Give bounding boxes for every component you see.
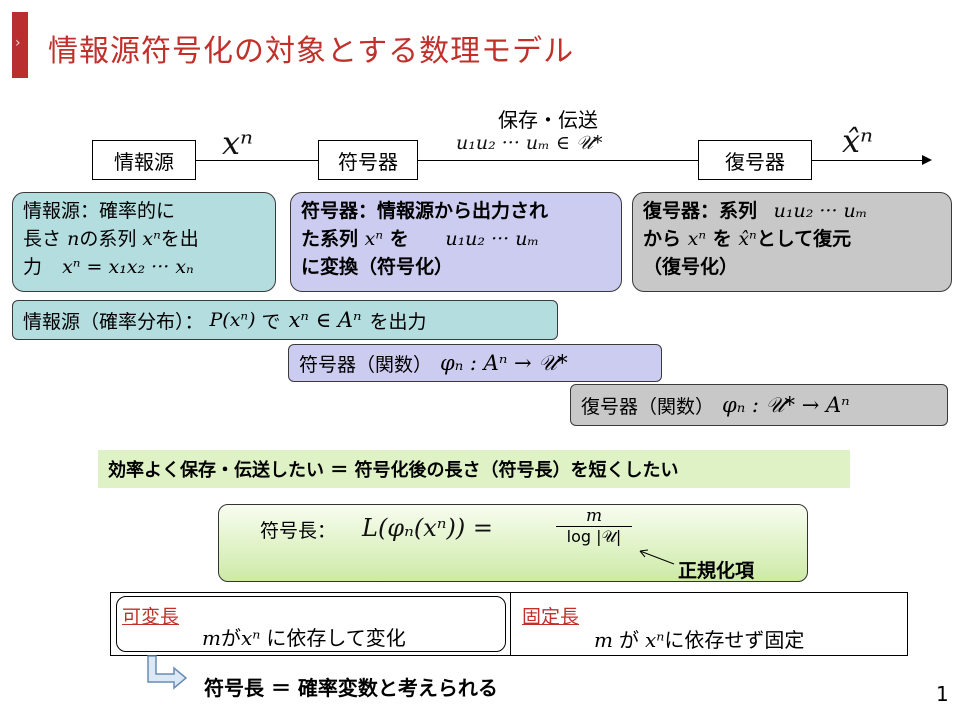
variable-length-label: 可変長 <box>122 606 180 628</box>
encoder-desc-codeword: u₁u₂ ··· uₘ <box>445 228 540 250</box>
code-length-box <box>218 504 808 582</box>
length-comparison-table <box>110 592 908 656</box>
decoder-desc-line2-pre: から <box>643 228 682 250</box>
table-divider <box>510 592 511 656</box>
source-desc-line2-mid: の系列 <box>79 228 137 250</box>
fixed-text: に依存せず固定 <box>664 628 805 652</box>
conclusion-arrow-icon <box>147 655 188 690</box>
decoder-func-math: φₙ : 𝒰* → Aⁿ <box>722 392 850 417</box>
source-prob-pre: 情報源（確率分布）： <box>23 310 204 333</box>
encoder-to-decoder-line <box>418 160 698 161</box>
fraction-denominator: log |𝒰| <box>556 526 632 547</box>
decoder-desc-codeword: u₁u₂ ··· uₘ <box>773 200 868 222</box>
source-desc-sequence: xⁿ = x₁x₂ ··· xₙ <box>62 256 194 278</box>
output-arrow-head <box>922 155 932 165</box>
decoder-node-label: 復号器 <box>725 149 785 174</box>
source-prob-post: を出力 <box>369 310 427 333</box>
efficiency-statement: 効率よく保存・伝送したい ＝ 符号化後の長さ（符号長）を短くしたい <box>98 450 850 488</box>
encoder-desc-line3: に変換（符号化） <box>301 256 454 278</box>
decoder-desc-xn-hat: x̂ⁿ <box>738 228 757 250</box>
conclusion-text: 符号長 ＝ 確率変数と考えられる <box>204 676 498 700</box>
encoder-desc-line2-pre: た系列 <box>301 228 359 250</box>
codeword-label: u₁u₂ ··· uₘ ∈ 𝒰* <box>456 132 603 154</box>
encoder-desc-line2-post: を <box>389 228 409 250</box>
source-desc-n: n <box>67 228 80 250</box>
variable-text: に依存して変化 <box>266 626 406 650</box>
normalization-label: 正規化項 <box>678 560 755 582</box>
decoder-func-pre: 復号器（関数） <box>581 395 715 418</box>
code-length-label: 符号長： <box>260 520 337 542</box>
decoder-desc-line1: 復号器：系列 <box>643 200 758 222</box>
source-desc-xn: xⁿ <box>142 228 161 250</box>
variable-m: m <box>202 626 221 650</box>
code-length-fraction: m log |𝒰| <box>556 506 632 547</box>
source-to-encoder-line <box>196 160 318 161</box>
encoder-func-pre: 符号器（関数） <box>299 353 433 376</box>
encoder-description-box: 符号器：情報源から出力され た系列 xⁿ を u₁u₂ ··· uₘ に変換（符… <box>290 192 622 292</box>
decoder-output-line <box>812 160 924 161</box>
source-desc-line1: 情報源：確率的に <box>23 200 176 222</box>
encoder-function-box: 符号器（関数） φₙ : Aⁿ → 𝒰* <box>288 344 662 382</box>
decoder-node: 復号器 <box>698 140 812 180</box>
source-node-label: 情報源 <box>114 149 174 174</box>
source-node: 情報源 <box>92 140 196 180</box>
source-prob-mid: で <box>261 310 281 333</box>
decoder-desc-line2-mid: を <box>712 228 732 250</box>
source-distribution-box: 情報源（確率分布）： P(xⁿ) で xⁿ ∈ Aⁿ を出力 <box>12 300 558 340</box>
source-prob-xn-in-an: xⁿ ∈ Aⁿ <box>288 308 362 332</box>
xn-hat-label: x̂ⁿ <box>842 122 874 160</box>
variable-xn: xⁿ <box>240 626 261 650</box>
encoder-func-math: φₙ : Aⁿ → 𝒰* <box>440 350 568 375</box>
encoder-desc-line1: 符号器：情報源から出力され <box>301 200 549 222</box>
source-desc-line3-pre: 力 <box>23 256 43 278</box>
code-length-formula-lhs: L(φₙ(xⁿ)) = <box>362 514 493 542</box>
xn-label: xⁿ <box>222 124 254 162</box>
source-desc-line2-pre: 長さ <box>23 228 62 250</box>
encoder-desc-xn: xⁿ <box>364 228 384 250</box>
decoder-description-box: 復号器：系列 u₁u₂ ··· uₘ から xⁿ を x̂ⁿとして復元 （復号化… <box>632 192 952 292</box>
normalization-pointer-icon <box>639 549 675 565</box>
fraction-numerator: m <box>585 506 603 526</box>
fixed-m: m <box>594 628 613 652</box>
decoder-desc-line2-post: として復元 <box>756 228 852 250</box>
decoder-desc-xn: xⁿ <box>687 228 707 250</box>
decoder-function-box: 復号器（関数） φₙ : 𝒰* → Aⁿ <box>570 384 948 426</box>
source-description-box: 情報源：確率的に 長さ nの系列 xⁿを出 力 xⁿ = x₁x₂ ··· xₙ <box>12 192 276 292</box>
fixed-xn: xⁿ <box>644 628 665 652</box>
variable-length-cell <box>116 596 506 652</box>
slide-title: 情報源符号化の対象とする数理モデル <box>48 34 575 69</box>
variable-ga: が <box>220 626 241 650</box>
title-accent-bar <box>12 12 28 78</box>
encoder-node-label: 符号器 <box>338 149 398 174</box>
source-prob-px: P(xⁿ) <box>209 309 256 331</box>
chevron-right-icon: › <box>15 35 21 51</box>
source-desc-line2-post: を出 <box>160 228 199 250</box>
fixed-ga: が <box>618 628 639 652</box>
store-transmit-label: 保存・伝送 <box>498 108 598 132</box>
decoder-desc-line3: （復号化） <box>643 256 739 278</box>
page-number: 1 <box>936 682 949 706</box>
fixed-length-label: 固定長 <box>522 606 580 628</box>
encoder-node: 符号器 <box>318 140 418 180</box>
